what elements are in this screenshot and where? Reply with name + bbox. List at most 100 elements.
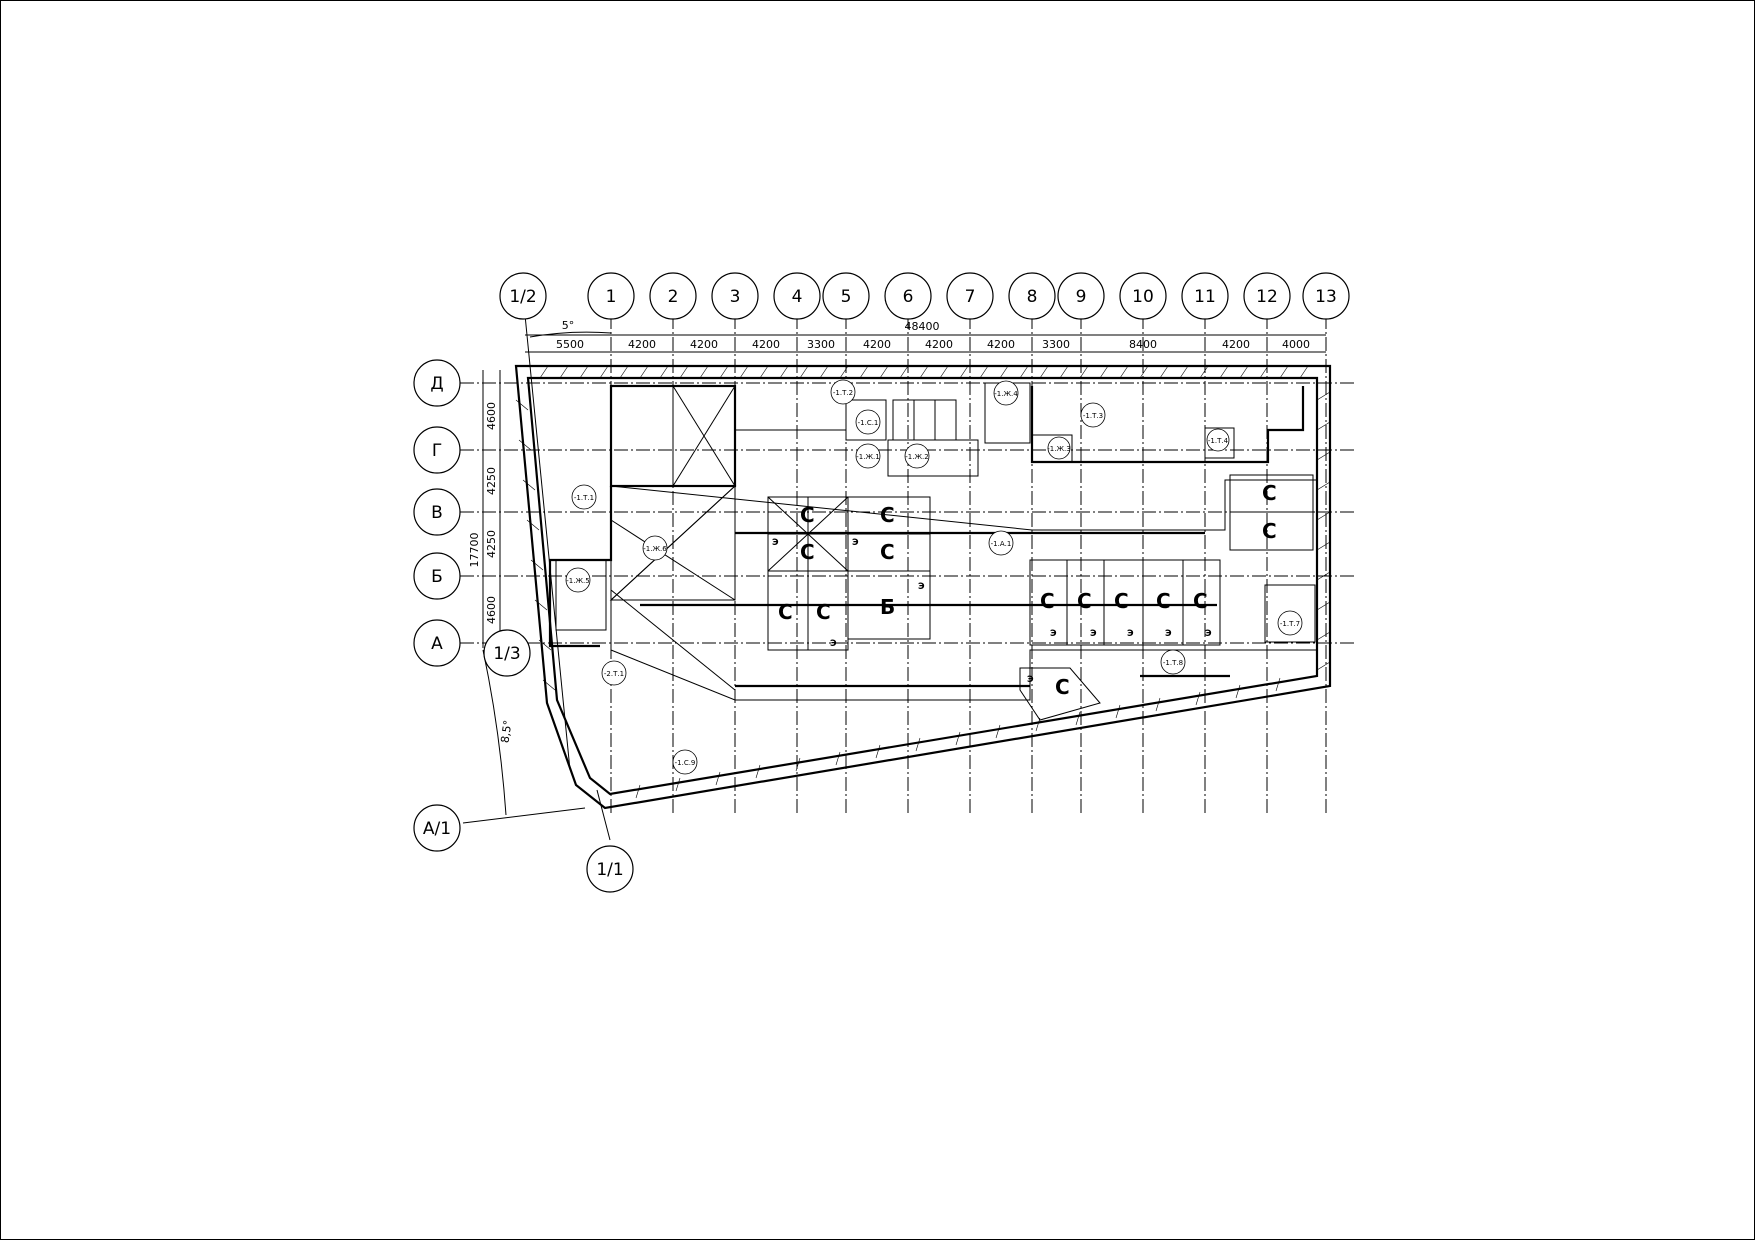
room-tag: -1.Т.7 xyxy=(1277,610,1303,636)
parking-zone-outline xyxy=(610,479,1318,701)
axis-bubble-1: 1 xyxy=(587,272,635,320)
svg-text:-1.Ж.4: -1.Ж.4 xyxy=(994,390,1018,398)
svg-text:1/3: 1/3 xyxy=(493,644,520,664)
room-tag: -1.С.9 xyxy=(672,749,698,775)
axis-bubble-10: 10 xyxy=(1119,272,1167,320)
axis-bubble-d: Д xyxy=(413,359,461,407)
parking-zones xyxy=(610,479,1318,701)
svg-text:4: 4 xyxy=(792,287,803,307)
left-strip xyxy=(548,486,613,648)
svg-text:1/1: 1/1 xyxy=(596,860,623,880)
svg-text:1: 1 xyxy=(606,287,617,307)
axis-bubble-1-2: 1/2 xyxy=(499,272,547,320)
axis-bubble-9: 9 xyxy=(1057,272,1105,320)
room-tag: -1.Ж.3 xyxy=(1047,436,1071,460)
dim-row-1: 4600 xyxy=(485,402,498,430)
wall-hatching xyxy=(515,365,1331,799)
room-tag: -1.Т.1 xyxy=(571,484,597,510)
mark-e-6: Э xyxy=(1090,629,1097,639)
svg-text:5: 5 xyxy=(841,287,852,307)
svg-text:В: В xyxy=(431,503,443,523)
equip-block-8 xyxy=(1019,667,1101,721)
axis-bubble-11: 11 xyxy=(1181,272,1229,320)
axis-bubble-7: 7 xyxy=(946,272,994,320)
svg-text:-1.А.1: -1.А.1 xyxy=(991,540,1012,548)
axis-bubble-b: Б xyxy=(413,552,461,600)
svg-text:3: 3 xyxy=(730,287,741,307)
room-tag: -1.Т.8 xyxy=(1160,649,1186,675)
svg-text:-1.Т.1: -1.Т.1 xyxy=(574,494,594,502)
axis-bubble-12: 12 xyxy=(1243,272,1291,320)
dim-span-11: 4200 xyxy=(1222,338,1250,351)
service-rooms-top xyxy=(734,383,847,431)
mark-c-10: С xyxy=(1156,589,1171,613)
room-t4 xyxy=(1204,427,1235,459)
axis-bubble-1-3: 1/3 xyxy=(483,629,531,677)
mark-e-4: Э xyxy=(830,639,837,649)
axis-bubble-1-1: 1/1 xyxy=(586,845,634,893)
mark-c-14: С xyxy=(1055,675,1070,699)
dim-total-height: 17700 xyxy=(468,533,481,568)
axis-bubble-3: 3 xyxy=(711,272,759,320)
mark-c-12: С xyxy=(1262,481,1277,505)
dim-span-6: 4200 xyxy=(863,338,891,351)
room-zh5 xyxy=(555,559,607,631)
grid-line-1-1 xyxy=(596,789,611,841)
room-tag: -1.Т.2 xyxy=(830,379,856,405)
svg-text:10: 10 xyxy=(1132,287,1154,307)
svg-text:13: 13 xyxy=(1315,287,1337,307)
dim-row-3: 4250 xyxy=(485,530,498,558)
svg-text:Г: Г xyxy=(432,441,442,461)
right-service-strip xyxy=(1030,386,1305,464)
mark-b-1: Б xyxy=(880,595,895,619)
svg-text:1/2: 1/2 xyxy=(509,287,536,307)
equip-block-5 xyxy=(1029,559,1221,646)
mark-e-5: Э xyxy=(1050,629,1057,639)
room-tag: -1.Т.3 xyxy=(1080,402,1106,428)
diag-ramp-a xyxy=(610,589,736,691)
dim-row-2: 4250 xyxy=(485,467,498,495)
mark-e-2: Э xyxy=(852,538,859,548)
axis-bubble-v: В xyxy=(413,488,461,536)
dim-span-8: 4200 xyxy=(987,338,1015,351)
room-tag: -1.Ж.4 xyxy=(993,380,1019,406)
dimension-chain: 48400 5500 4200 4200 4200 3300 4200 4200… xyxy=(468,319,1326,816)
outer-wall-outline xyxy=(514,364,1332,810)
dim-span-2: 4200 xyxy=(628,338,656,351)
svg-text:9: 9 xyxy=(1076,287,1087,307)
room-zh3 xyxy=(1031,434,1073,463)
svg-text:7: 7 xyxy=(965,287,976,307)
angle-arc-top xyxy=(529,331,612,338)
room-zh2 xyxy=(887,439,979,477)
room-tag: -1.Ж.2 xyxy=(904,443,930,469)
room-tag: -1.Ж.6 xyxy=(642,535,668,561)
mark-c-4: С xyxy=(880,540,895,564)
mark-e-3: Э xyxy=(918,582,925,592)
room-c1 xyxy=(845,399,887,441)
svg-text:-1.Ж.5: -1.Ж.5 xyxy=(566,577,589,585)
svg-text:-1.Ж.2: -1.Ж.2 xyxy=(905,453,928,461)
grid-line-1-2 xyxy=(524,314,571,771)
dim-span-10: 8400 xyxy=(1129,338,1157,351)
axis-bubble-5: 5 xyxy=(822,272,870,320)
mark-e-1: Э xyxy=(772,538,779,548)
svg-text:-1.Ж.3: -1.Ж.3 xyxy=(1047,445,1070,453)
svg-text:-2.Т.1: -2.Т.1 xyxy=(604,670,624,678)
vertical-grid-lines xyxy=(610,315,1327,815)
interior-partitions xyxy=(548,382,1305,648)
svg-text:-1.Ж.1: -1.Ж.1 xyxy=(856,453,879,461)
angle-arc-left xyxy=(482,649,507,816)
axis-bubble-a: А xyxy=(413,619,461,667)
svg-text:6: 6 xyxy=(903,287,914,307)
dim-total-width: 48400 xyxy=(905,320,940,333)
equip-block-4 xyxy=(847,570,931,640)
room-tags: -1.Т.2 -1.С.1 -1.Ж.1 -1.Ж.2 -1.Ж.4 -1.Т.… xyxy=(565,379,1303,775)
mark-c-1: С xyxy=(800,503,815,527)
svg-text:А: А xyxy=(431,634,443,654)
row-axis-markers: Д Г В Б А А/1 1/1 1/3 xyxy=(413,359,634,893)
dim-span-4: 4200 xyxy=(752,338,780,351)
column-axis-markers: 1/2 1 2 3 4 5 6 7 8 9 10 11 12 13 xyxy=(499,272,1350,320)
outer-walls xyxy=(514,364,1332,810)
